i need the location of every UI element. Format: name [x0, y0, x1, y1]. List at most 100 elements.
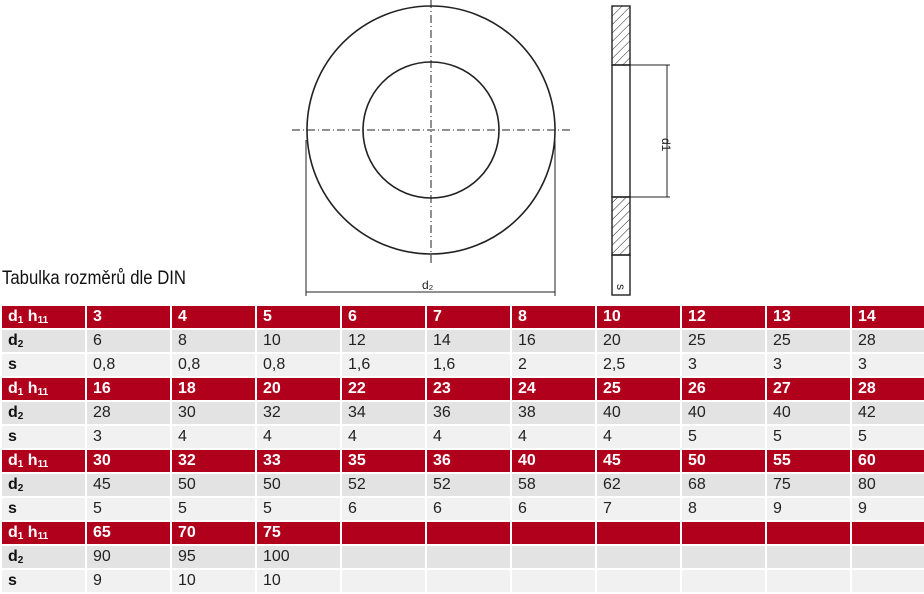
- table-cell-d2: [680, 544, 767, 570]
- table-cell-s: 0,8: [85, 352, 172, 378]
- table-cell-s: 10: [170, 568, 257, 594]
- table-cell-d2: 16: [510, 328, 597, 354]
- table-cell-d1: [850, 520, 924, 546]
- d1-dimension-label: d1: [659, 138, 673, 152]
- row-label-text: d: [8, 524, 18, 541]
- table-cell-d2: [510, 544, 597, 570]
- table-cell-s: [850, 568, 924, 594]
- table-cell-s: 4: [170, 424, 257, 450]
- row-label-text: 1: [17, 531, 24, 542]
- table-cell-s: 2: [510, 352, 597, 378]
- table-cell-s: 10: [255, 568, 342, 594]
- table-cell-d2: 100: [255, 544, 342, 570]
- row-label-s: s: [0, 424, 87, 450]
- table-cell-d2: 32: [255, 400, 342, 426]
- s-dimension-label: s: [614, 284, 628, 290]
- table-cell-d1: 40: [510, 448, 597, 474]
- table-cell-d1: 7: [425, 304, 512, 330]
- row-label-text: 11: [37, 315, 49, 326]
- table-cell-d2: 36: [425, 400, 512, 426]
- washer-drawing: d₂ d1 s: [292, 0, 673, 296]
- row-label-d1: d1 h11: [0, 520, 87, 546]
- table-cell-d2: 10: [255, 328, 342, 354]
- table-cell-d1: 13: [765, 304, 852, 330]
- table-cell-d1: 60: [850, 448, 924, 474]
- table-cell-d1: 26: [680, 376, 767, 402]
- table-cell-d2: 90: [85, 544, 172, 570]
- row-label-text: h: [23, 452, 38, 469]
- row-label-d2: d2: [0, 544, 87, 570]
- table-cell-d1: 50: [680, 448, 767, 474]
- table-cell-d2: 95: [170, 544, 257, 570]
- table-cell-d2: 8: [170, 328, 257, 354]
- table-cell-d1: 28: [850, 376, 924, 402]
- front-view: [292, 0, 572, 296]
- table-cell-d1: 6: [340, 304, 427, 330]
- table-cell-d1: [425, 520, 512, 546]
- row-label-text: d: [8, 452, 18, 469]
- table-cell-s: 0,8: [255, 352, 342, 378]
- table-cell-d1: 23: [425, 376, 512, 402]
- row-label-text: s: [8, 428, 17, 445]
- row-label-text: s: [8, 500, 17, 517]
- table-cell-d2: 25: [765, 328, 852, 354]
- table-cell-d1: 20: [255, 376, 342, 402]
- table-cell-d2: 58: [510, 472, 597, 498]
- row-label-text: 1: [17, 387, 24, 398]
- table-cell-d2: [765, 544, 852, 570]
- table-cell-s: 5: [170, 496, 257, 522]
- table-cell-s: 5: [765, 424, 852, 450]
- row-label-d1: d1 h11: [0, 304, 87, 330]
- table-cell-s: 0,8: [170, 352, 257, 378]
- table-cell-d1: 4: [170, 304, 257, 330]
- table-cell-d1: 22: [340, 376, 427, 402]
- table-cell-d1: 24: [510, 376, 597, 402]
- table-cell-s: 6: [340, 496, 427, 522]
- table-cell-s: 6: [510, 496, 597, 522]
- row-label-s: s: [0, 496, 87, 522]
- table-cell-s: 4: [595, 424, 682, 450]
- table-cell-s: [510, 568, 597, 594]
- row-label-d2: d2: [0, 400, 87, 426]
- row-label-d2: d2: [0, 328, 87, 354]
- table-cell-s: 5: [680, 424, 767, 450]
- row-label-text: d: [8, 380, 18, 397]
- table-cell-d2: 40: [765, 400, 852, 426]
- table-cell-d2: 28: [85, 400, 172, 426]
- table-cell-s: 3: [850, 352, 924, 378]
- row-label-text: d: [8, 308, 18, 325]
- table-cell-d1: 18: [170, 376, 257, 402]
- row-label-text: s: [8, 572, 17, 589]
- table-cell-d1: [680, 520, 767, 546]
- table-cell-d1: 8: [510, 304, 597, 330]
- table-cell-d2: 6: [85, 328, 172, 354]
- row-label-text: 11: [37, 531, 49, 542]
- table-title: Tabulka rozměrů dle DIN: [2, 268, 187, 289]
- table-cell-d2: 50: [170, 472, 257, 498]
- table-cell-d1: 16: [85, 376, 172, 402]
- table-cell-s: 4: [510, 424, 597, 450]
- table-cell-d2: [425, 544, 512, 570]
- table-cell-d1: 35: [340, 448, 427, 474]
- row-label-text: d: [8, 476, 18, 493]
- row-label-text: 2: [17, 339, 24, 350]
- table-cell-d2: 30: [170, 400, 257, 426]
- table-cell-s: 1,6: [340, 352, 427, 378]
- table-cell-d2: 45: [85, 472, 172, 498]
- table-cell-d1: 75: [255, 520, 342, 546]
- table-cell-s: [765, 568, 852, 594]
- table-cell-s: [425, 568, 512, 594]
- d2-dimension-label: d₂: [422, 278, 434, 292]
- table-cell-d2: 40: [595, 400, 682, 426]
- table-cell-d1: 32: [170, 448, 257, 474]
- table-cell-d1: 3: [85, 304, 172, 330]
- row-label-s: s: [0, 568, 87, 594]
- table-cell-s: 5: [255, 496, 342, 522]
